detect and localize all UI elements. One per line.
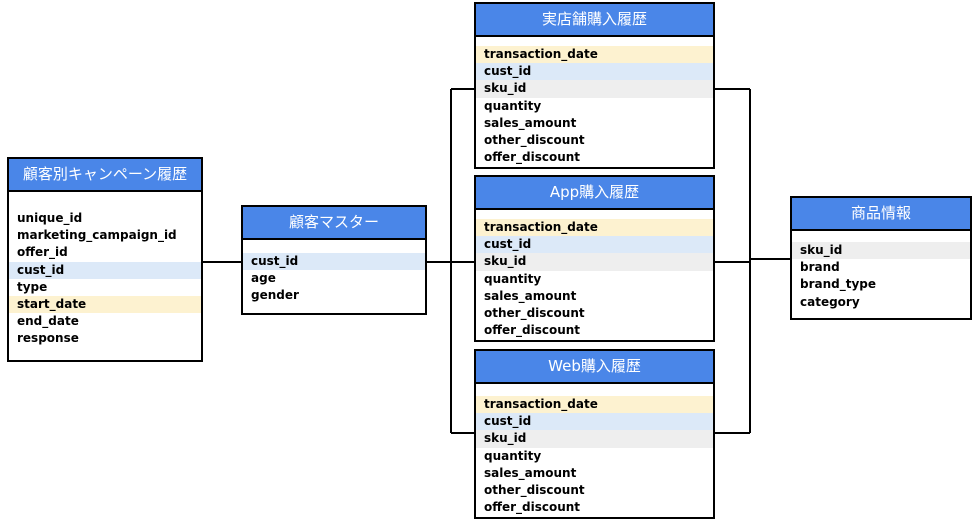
field-gender: gender: [251, 288, 299, 303]
field-brand-type: brand_type: [800, 277, 877, 292]
field-start-date: start_date: [9, 295, 201, 314]
field-cust-id: cust_id: [476, 63, 713, 81]
field-offer-discount: offer_discount: [484, 150, 581, 165]
customer-master-title: 顧客マスター: [243, 207, 425, 240]
store-purchase-title: 実店舗購入履歴: [476, 4, 713, 37]
web-purchase-title: Web購入履歴: [476, 351, 713, 384]
field-transaction-date: transaction_date: [476, 396, 713, 414]
field-cust-id: cust_id: [243, 253, 425, 271]
field-response: response: [17, 331, 79, 346]
field-quantity: quantity: [484, 98, 542, 113]
field-sales-amount: sales_amount: [484, 115, 577, 130]
field-sku-id: sku_id: [476, 80, 713, 98]
field-unique-id: unique_id: [17, 211, 83, 225]
field-marketing-campaign-id: marketing_campaign_id: [17, 228, 177, 243]
field-category: category: [800, 294, 860, 309]
field-type: type: [17, 279, 48, 294]
field-cust-id: cust_id: [476, 236, 713, 254]
field-quantity: quantity: [484, 271, 542, 286]
field-other-discount: other_discount: [484, 305, 585, 320]
customer-master-table: 顧客マスター cust_id age gender: [241, 205, 427, 315]
campaign-history-title: 顧客別キャンペーン履歴: [9, 159, 201, 192]
field-quantity: quantity: [484, 448, 542, 463]
field-cust-id: cust_id: [9, 261, 201, 279]
campaign-history-table: 顧客別キャンペーン履歴 unique_id marketing_campaign…: [7, 157, 203, 362]
field-offer-discount: offer_discount: [484, 500, 581, 515]
field-cust-id: cust_id: [476, 413, 713, 431]
field-sku-id: sku_id: [476, 430, 713, 448]
field-transaction-date: transaction_date: [476, 46, 713, 64]
field-offer-id: offer_id: [17, 245, 68, 260]
field-sales-amount: sales_amount: [484, 288, 577, 303]
store-purchase-table: 実店舗購入履歴 transaction_date cust_id sku_id …: [474, 2, 715, 169]
field-sales-amount: sales_amount: [484, 465, 577, 480]
field-offer-discount: offer_discount: [484, 323, 581, 338]
app-purchase-table: App購入履歴 transaction_date cust_id sku_id …: [474, 175, 715, 342]
field-other-discount: other_discount: [484, 132, 585, 147]
field-other-discount: other_discount: [484, 482, 585, 497]
field-age: age: [251, 271, 276, 286]
product-info-table: 商品情報 sku_id brand brand_type category: [790, 196, 972, 320]
field-end-date: end_date: [17, 314, 79, 329]
product-info-title: 商品情報: [792, 198, 970, 231]
web-purchase-table: Web購入履歴 transaction_date cust_id sku_id …: [474, 349, 715, 519]
app-purchase-title: App購入履歴: [476, 177, 713, 210]
field-sku-id: sku_id: [476, 253, 713, 271]
field-brand: brand: [800, 260, 840, 275]
field-sku-id: sku_id: [792, 242, 970, 260]
field-transaction-date: transaction_date: [476, 219, 713, 237]
